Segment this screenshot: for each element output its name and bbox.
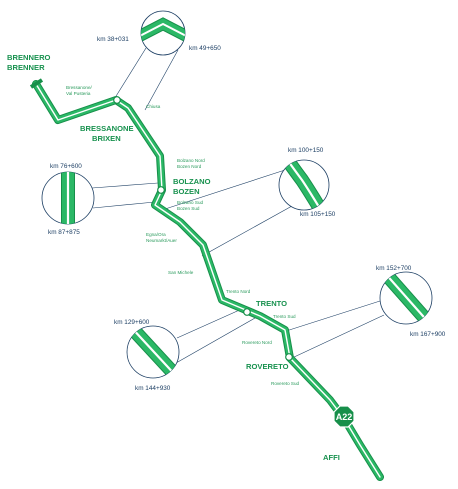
rovereto-label: ROVERETO	[246, 362, 289, 371]
brenner-label: BRENNER	[7, 63, 45, 72]
affi-label: AFFI	[323, 453, 340, 462]
exit-bressanone-line1: Bressanone/	[66, 85, 93, 90]
detail-circle-3: km 100+150 km 105+150	[278, 147, 336, 218]
km-start-2: km 76+600	[50, 163, 82, 170]
a22-badge: A22	[333, 405, 355, 428]
city-labels: BRENNERO BRENNER BRESSANONE BRIXEN BOLZA…	[7, 53, 340, 462]
exit-egna-line1: Egna/Ora	[146, 232, 166, 237]
km-end-3: km 105+150	[300, 211, 336, 218]
node-trento	[243, 308, 251, 316]
detail-circle-5: km 152+700 km 167+900	[376, 265, 446, 338]
a22-label: A22	[336, 412, 353, 422]
km-start-1: km 38+031	[97, 36, 129, 43]
bozen-label: BOZEN	[173, 187, 200, 196]
trento-label: TRENTO	[256, 299, 287, 308]
detail-circle-2: km 76+600 km 87+875	[41, 163, 95, 236]
exit-san-michele: San Michele	[168, 270, 194, 275]
km-end-1: km 49+650	[189, 45, 221, 52]
km-start-3: km 100+150	[288, 147, 324, 154]
bolzano-label: BOLZANO	[173, 177, 211, 186]
exit-bolzano-nord-line1: Bolzano Nord	[177, 158, 205, 163]
city-nodes	[113, 96, 293, 361]
km-end-4: km 144+930	[135, 385, 171, 392]
bressanone-label: BRESSANONE	[80, 124, 134, 133]
connector-lines	[91, 47, 385, 364]
exit-bressanone-line2: Val Pusteria	[66, 91, 91, 96]
brixen-label: BRIXEN	[92, 134, 121, 143]
exit-labels: Bressanone/ Val Pusteria Chiusa Bolzano …	[66, 85, 300, 386]
highway-route	[29, 78, 384, 481]
node-rovereto	[285, 353, 293, 361]
brennero-label: BRENNERO	[7, 53, 51, 62]
exit-trento-sud: Trento Sud	[273, 314, 296, 319]
km-start-5: km 152+700	[376, 265, 412, 272]
detail-circle-4: km 129+600 km 144+930	[114, 319, 180, 392]
exit-rovereto-nord: Rovereto Nord	[242, 340, 272, 345]
km-start-4: km 129+600	[114, 319, 150, 326]
detail-circle-1: km 38+031 km 49+650	[97, 10, 221, 56]
km-end-5: km 167+900	[410, 331, 446, 338]
node-bressanone	[113, 96, 121, 104]
km-end-2: km 87+875	[48, 229, 80, 236]
exit-chiusa: Chiusa	[146, 104, 161, 109]
exit-bolzano-sud-line1: Bolzano Sud	[177, 200, 203, 205]
node-bolzano	[157, 186, 165, 194]
exit-rovereto-sud: Rovereto Sud	[271, 381, 300, 386]
route-start-marker	[29, 78, 44, 89]
exit-bolzano-sud-line2: Bozen Sud	[177, 206, 200, 211]
exit-egna-line2: Neumarkt/Auer	[146, 238, 177, 243]
exit-trento-nord: Trento Nord	[226, 289, 251, 294]
exit-bolzano-nord-line2: Bozen Nord	[177, 164, 202, 169]
